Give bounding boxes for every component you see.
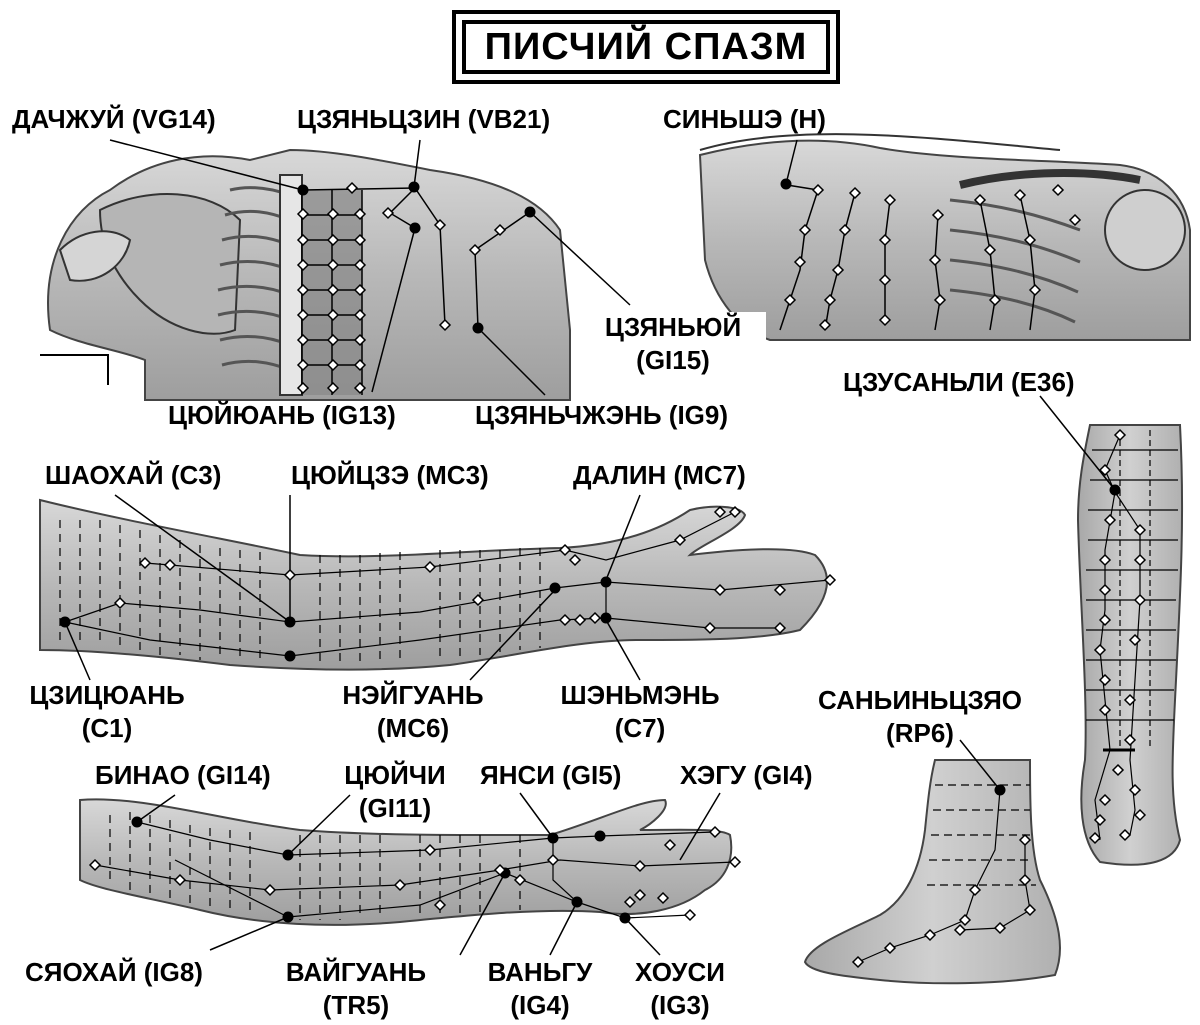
- label-hegu: ХЭГУ (GI4): [680, 760, 813, 790]
- label-vayguan-code: (TR5): [266, 990, 446, 1020]
- foot-figure: [805, 760, 1060, 983]
- label-shaohay: ШАОХАЙ (C3): [45, 460, 221, 490]
- acupoint-named-7: [60, 617, 71, 628]
- acupoint-named-3: [525, 207, 536, 218]
- label-sanyinczyao-name: САНЬИНЬЦЗЯО: [795, 685, 1045, 715]
- label-housi-code: (IG3): [615, 990, 745, 1020]
- title-frame: ПИСЧИЙ СПАЗМ: [452, 10, 840, 84]
- acupoint-marker-107: [730, 857, 740, 867]
- acupoint-named-11: [601, 577, 612, 588]
- label-sanyinczyao-code: (RP6): [795, 718, 1045, 748]
- acupoint-named-4: [473, 323, 484, 334]
- acupoint-named-17: [548, 833, 559, 844]
- label-syaohay: СЯОХАЙ (IG8): [25, 957, 203, 987]
- acupoint-named-6: [1110, 485, 1121, 496]
- acupoint-named-21: [620, 913, 631, 924]
- label-czicyuan-code: (C1): [12, 713, 202, 743]
- acupoint-named-12: [601, 613, 612, 624]
- label-shenmen-code: (C7): [540, 713, 740, 743]
- label-neyguan-name: НЭЙГУАНЬ: [318, 680, 508, 710]
- lower-leg-figure: [1078, 425, 1182, 865]
- label-czusanli: ЦЗУСАНЬЛИ (E36): [843, 367, 1075, 397]
- forearm-volar-figure: [40, 500, 830, 670]
- label-czyuyczze: ЦЮЙЦЗЭ (MC3): [291, 460, 489, 490]
- acupoint-named-10: [550, 583, 561, 594]
- label-czyuyuan: ЦЮЙЮАНЬ (IG13): [168, 400, 396, 430]
- label-czyuychi-code: (GI11): [325, 793, 465, 823]
- label-czyuychi-name: ЦЮЙЧИ: [325, 760, 465, 790]
- label-binao: БИНАО (GI14): [95, 760, 271, 790]
- label-dalin: ДАЛИН (MC7): [573, 460, 746, 490]
- acupoint-named-15: [283, 850, 294, 861]
- acupoint-named-5: [781, 179, 792, 190]
- acupoint-named-18: [595, 831, 606, 842]
- label-vangu-name: ВАНЬГУ: [470, 957, 610, 987]
- acupoint-named-1: [409, 182, 420, 193]
- acupoint-marker-108: [685, 910, 695, 920]
- label-housi-name: ХОУСИ: [615, 957, 745, 987]
- chest-figure: [700, 134, 1190, 340]
- acupoint-named-2: [410, 223, 421, 234]
- acupoint-named-8: [285, 617, 296, 628]
- label-czyanyuy-code: (GI15): [580, 345, 766, 375]
- label-czyanchzhen: ЦЗЯНЬЧЖЭНЬ (IG9): [475, 400, 728, 430]
- label-czyanyuy-name: ЦЗЯНЬЮЙ: [580, 312, 766, 342]
- label-czyanczin: ЦЗЯНЬЦЗИН (VB21): [297, 104, 550, 134]
- label-dazhuy: ДАЧЖУЙ (VG14): [12, 104, 216, 134]
- label-yansi: ЯНСИ (GI5): [480, 760, 621, 790]
- label-neyguan-code: (MC6): [318, 713, 508, 743]
- label-vayguan-name: ВАЙГУАНЬ: [266, 957, 446, 987]
- label-vangu-code: (IG4): [470, 990, 610, 1020]
- label-sinshe: СИНЬШЭ (H): [663, 104, 826, 134]
- page-title: ПИСЧИЙ СПАЗМ: [485, 26, 808, 69]
- acupoint-named-20: [572, 897, 583, 908]
- acupoint-named-9: [285, 651, 296, 662]
- label-czicyuan-name: ЦЗИЦЮАНЬ: [12, 680, 202, 710]
- acupoint-named-14: [132, 817, 143, 828]
- acupoint-named-16: [283, 912, 294, 923]
- acupoint-named-0: [298, 185, 309, 196]
- acupoint-named-13: [995, 785, 1006, 796]
- label-shenmen-name: ШЭНЬМЭНЬ: [540, 680, 740, 710]
